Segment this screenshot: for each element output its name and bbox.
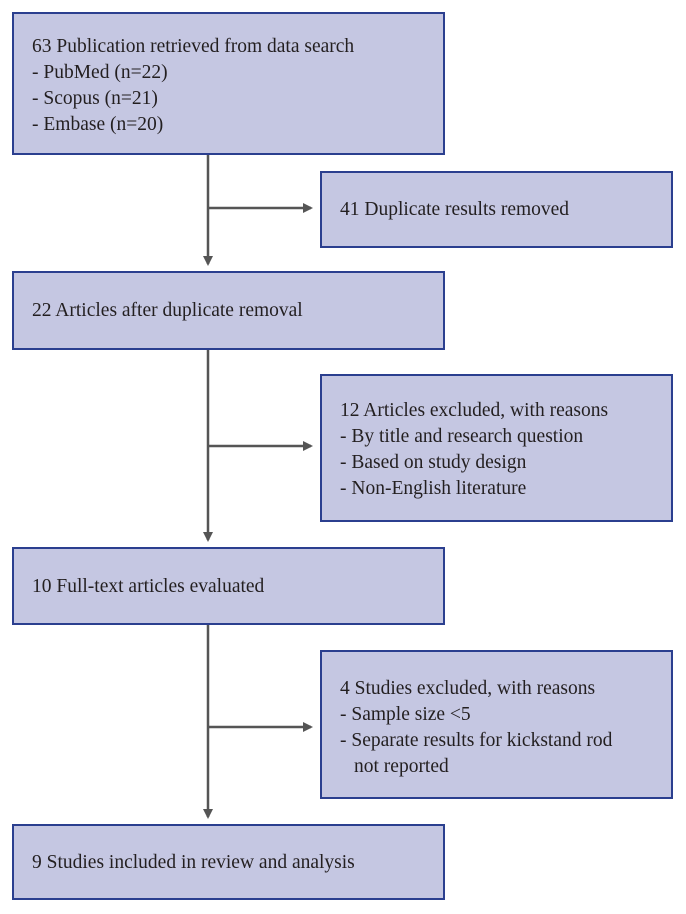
box-articles-excluded: 12 Articles excluded, with reasons - By … [320,374,673,522]
exclusion-reason-separate-results-cont: not reported [354,756,449,777]
studies-excluded-title: 4 Studies excluded, with reasons [340,678,596,699]
source-scopus: - Scopus (n=21) [32,88,158,109]
box-studies-included: 9 Studies included in review and analysi… [12,824,445,900]
box-studies-excluded: 4 Studies excluded, with reasons - Sampl… [320,650,673,799]
box-full-text-evaluated: 10 Full-text articles evaluated [12,547,445,625]
exclusion-reason-language: - Non-English literature [340,478,527,499]
exclusion-reason-separate-results: - Separate results for kickstand rod [340,730,613,751]
box-duplicates-removed: 41 Duplicate results removed [320,171,673,248]
records-identified-title: 63 Publication retrieved from data searc… [32,36,355,57]
box-records-identified: 63 Publication retrieved from data searc… [12,12,445,155]
source-embase: - Embase (n=20) [32,114,164,135]
exclusion-reason-title: - By title and research question [340,426,584,447]
after-duplicate-removal-title: 22 Articles after duplicate removal [32,300,303,321]
studies-included-title: 9 Studies included in review and analysi… [32,852,355,873]
exclusion-reason-design: - Based on study design [340,452,527,473]
source-pubmed: - PubMed (n=22) [32,62,168,83]
full-text-evaluated-title: 10 Full-text articles evaluated [32,576,265,597]
duplicates-removed-title: 41 Duplicate results removed [340,199,570,220]
box-after-duplicate-removal: 22 Articles after duplicate removal [12,271,445,350]
exclusion-reason-sample-size: - Sample size <5 [340,704,471,725]
articles-excluded-title: 12 Articles excluded, with reasons [340,400,609,421]
